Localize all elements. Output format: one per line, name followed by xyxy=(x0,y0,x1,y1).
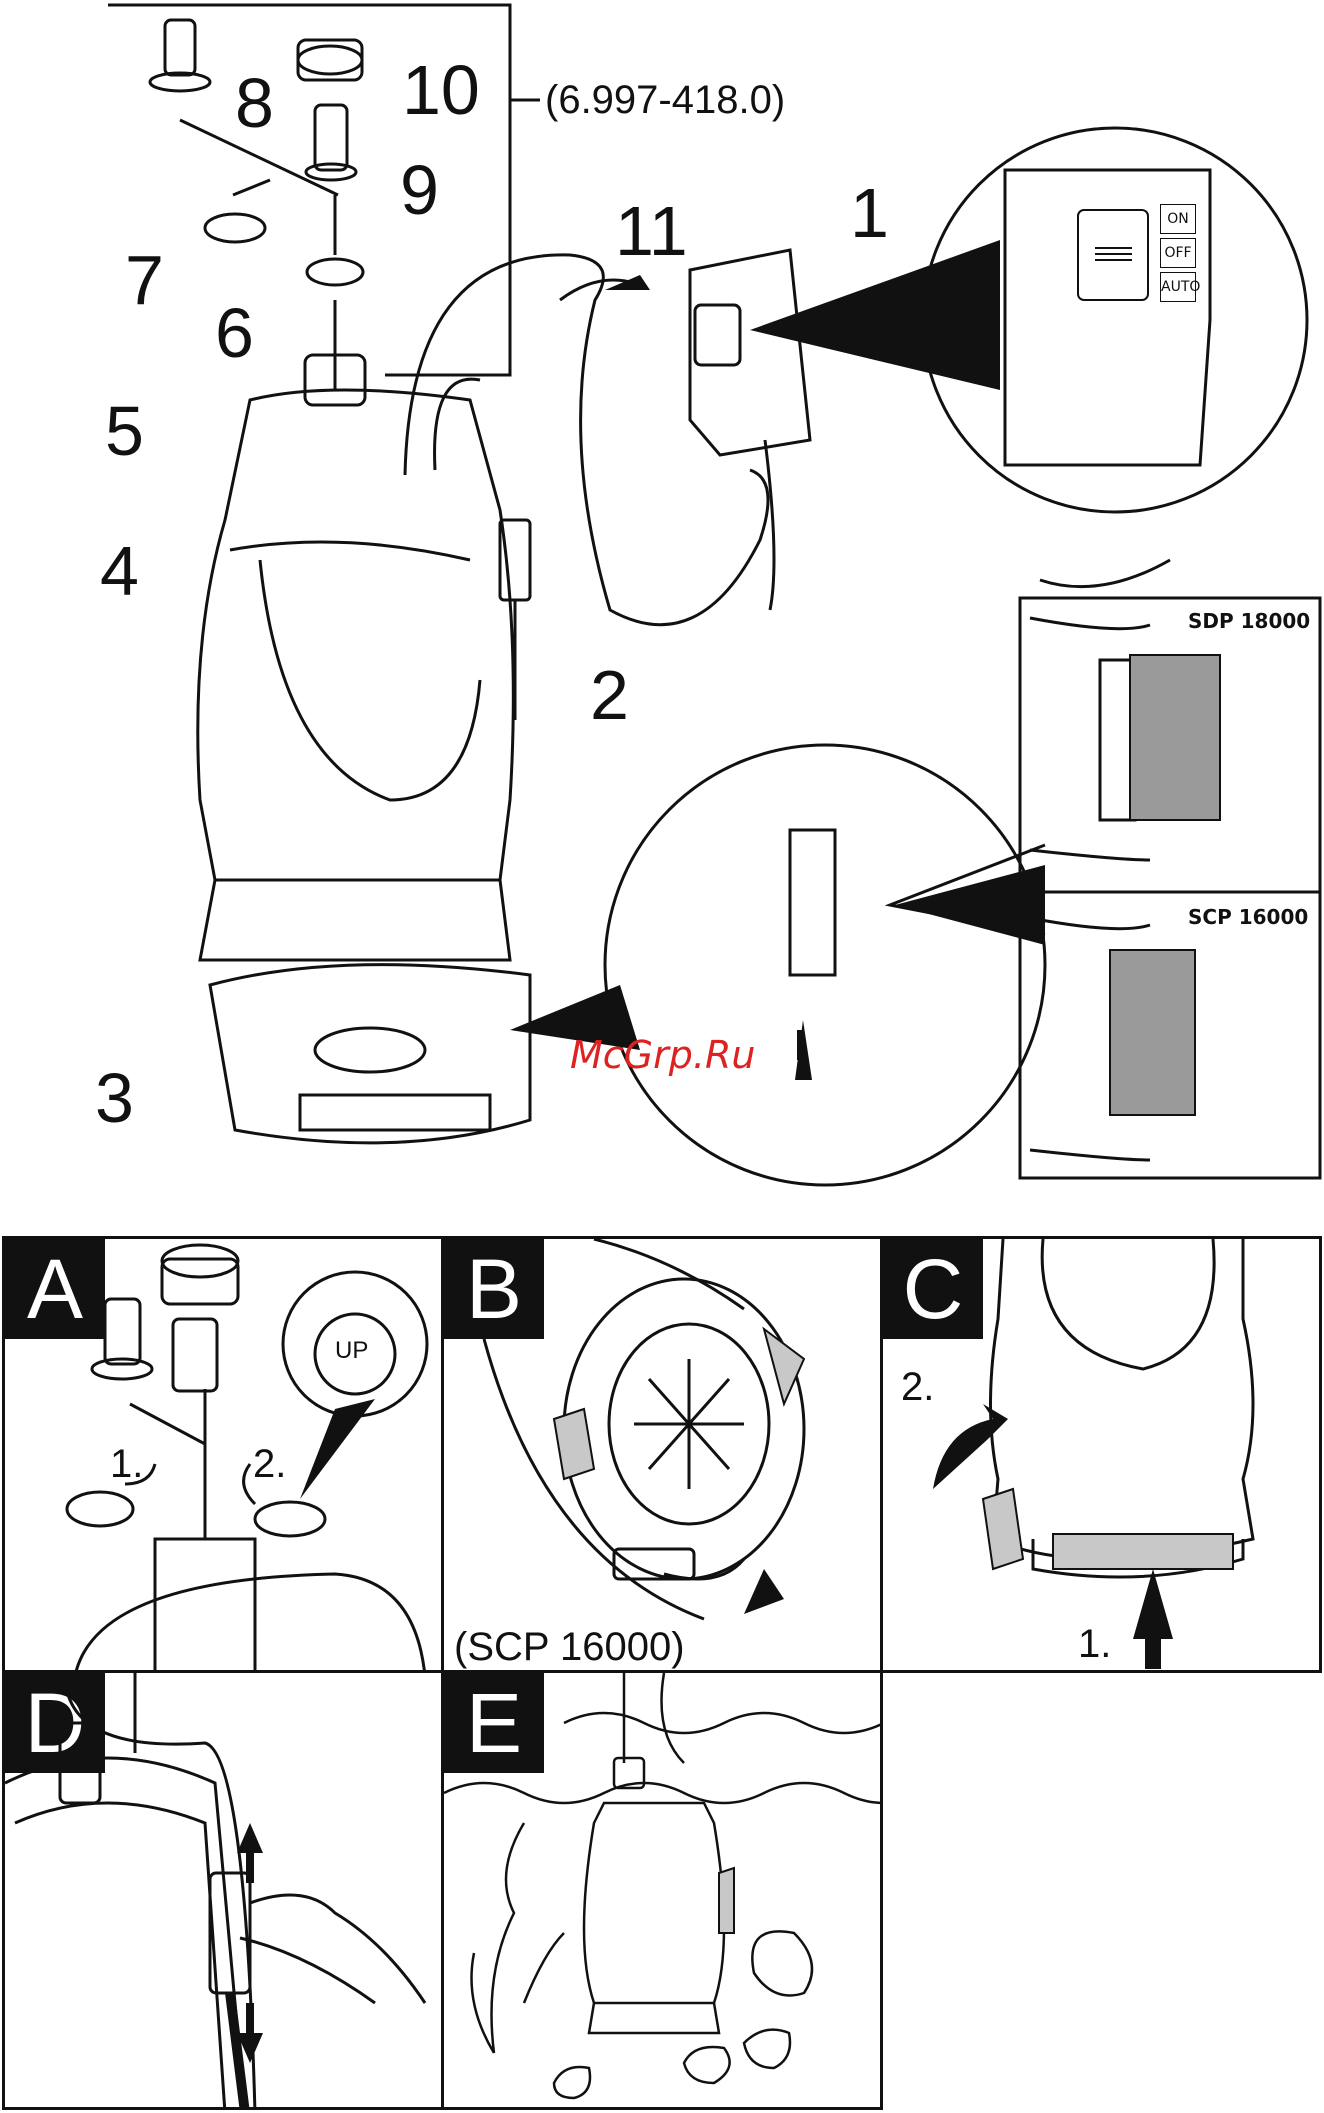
part-label-8: 8 xyxy=(235,68,274,138)
panel-d-drawing xyxy=(5,1673,444,2110)
part-label-4: 4 xyxy=(100,536,139,606)
watermark-text: McGrp.Ru xyxy=(570,1033,755,1077)
panel-a-cap-text: UP xyxy=(335,1339,368,1363)
model-label-bottom: SCP 16000 xyxy=(1188,905,1308,929)
switch-label-auto: AUTO xyxy=(1160,272,1196,302)
part-label-3: 3 xyxy=(95,1063,134,1133)
part-label-1: 1 xyxy=(850,178,889,248)
part-label-5: 5 xyxy=(105,396,144,466)
part-label-7: 7 xyxy=(125,245,164,315)
panel-a-drawing xyxy=(5,1239,444,1673)
part-label-2: 2 xyxy=(590,660,629,730)
exploded-view-drawing xyxy=(0,0,1324,1200)
panel-a-step-1: 1. xyxy=(110,1444,143,1484)
panel-b-caption: (SCP 16000) xyxy=(454,1627,685,1667)
panel-a: A UP 1. 2. xyxy=(2,1236,444,1673)
panel-a-step-2: 2. xyxy=(253,1444,286,1484)
panel-b: B (SCP 16000) xyxy=(441,1236,883,1673)
part-label-6: 6 xyxy=(215,298,254,368)
panel-b-drawing xyxy=(444,1239,883,1673)
part-label-9: 9 xyxy=(400,155,439,225)
part-label-11: 11 xyxy=(615,196,688,266)
panel-e-drawing xyxy=(444,1673,883,2110)
switch-label-off: OFF xyxy=(1160,238,1196,268)
panel-e: E xyxy=(441,1670,883,2110)
model-label-top: SDP 18000 xyxy=(1188,609,1310,633)
switch-label-on: ON xyxy=(1160,204,1196,234)
part-label-10: 10 xyxy=(402,55,480,125)
panel-c-step-1: 1. xyxy=(1078,1624,1111,1664)
panel-d: D xyxy=(2,1670,444,2110)
panel-c-step-2: 2. xyxy=(901,1367,934,1407)
panel-c: C 1. 2. xyxy=(880,1236,1322,1673)
panel-c-drawing xyxy=(883,1239,1322,1673)
kit-part-number: (6.997-418.0) xyxy=(545,80,785,120)
